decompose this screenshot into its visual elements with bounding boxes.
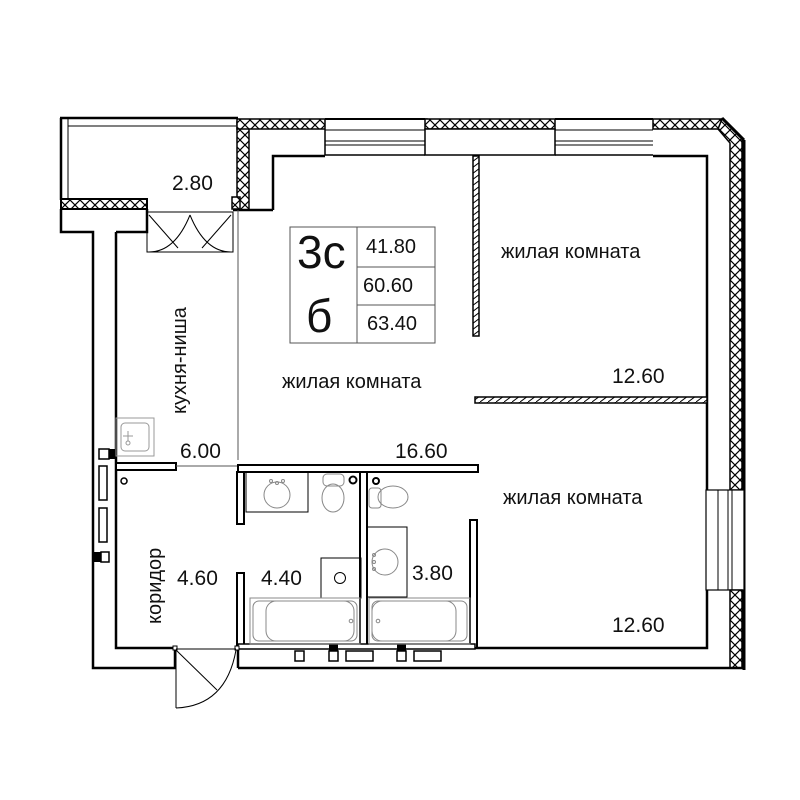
window-top-left <box>324 118 425 156</box>
bathroom-1-area: 4.40 <box>261 567 302 590</box>
living-room-main-label: жилая комната <box>282 371 422 393</box>
left-wall-risers <box>93 448 115 563</box>
balcony <box>59 116 250 211</box>
apartment-type-code: 3с <box>297 226 346 278</box>
window-right <box>705 489 745 591</box>
section-code: б <box>306 290 333 342</box>
top-wall <box>236 118 724 156</box>
window-top-right <box>555 118 653 156</box>
partitions <box>115 155 708 650</box>
bottom-wall-risers <box>294 644 442 662</box>
balcony-door <box>146 211 234 253</box>
living-room-main-area: 16.60 <box>395 440 448 463</box>
riser-dot <box>348 475 358 485</box>
living-room-bottom-right-label: жилая комната <box>503 487 643 509</box>
kitchen-sink <box>115 417 155 457</box>
entrance-door[interactable] <box>172 645 240 709</box>
right-wall <box>705 116 746 670</box>
corridor-label: коридор <box>144 547 166 624</box>
living-room-bottom-right-area: 12.60 <box>612 614 665 637</box>
living-room-top-right-label: жилая комната <box>501 241 641 263</box>
balcony-area: 2.80 <box>172 172 213 195</box>
bathroom-2-area: 3.80 <box>412 562 453 585</box>
info-table <box>289 226 436 344</box>
riser-dot <box>120 477 128 485</box>
total-area: 60.60 <box>363 275 414 297</box>
total-area-with-balcony: 63.40 <box>367 313 418 335</box>
corridor-area: 4.60 <box>177 567 218 590</box>
riser-dot <box>372 477 380 485</box>
bathroom-2-fixtures <box>366 485 471 645</box>
walls <box>59 154 744 670</box>
living-area-total: 41.80 <box>366 236 417 258</box>
bathroom-1-fixtures <box>245 471 362 645</box>
kitchen-niche-label: кухня-ниша <box>169 307 191 414</box>
living-room-top-right-area: 12.60 <box>612 365 665 388</box>
kitchen-niche-area: 6.00 <box>180 440 221 463</box>
